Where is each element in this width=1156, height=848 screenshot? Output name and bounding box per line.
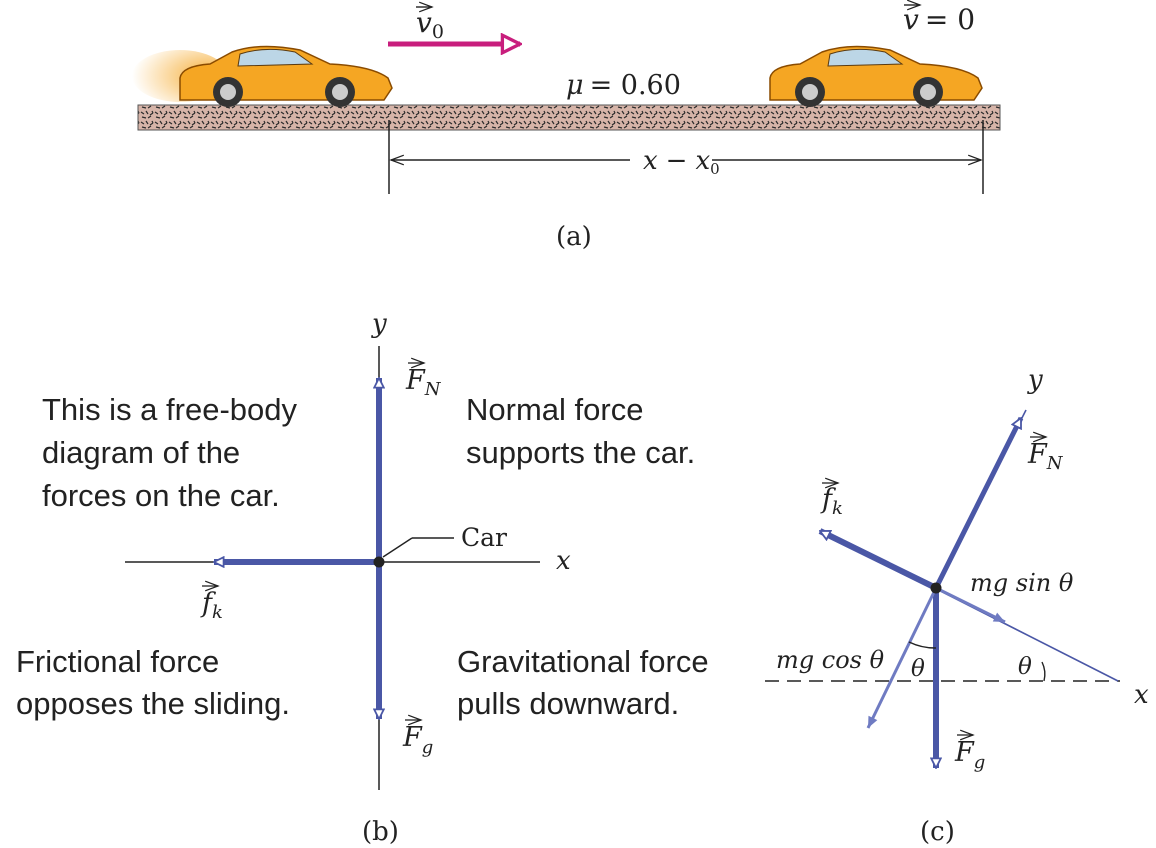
car-leader-line — [382, 537, 413, 558]
v-final-label: v= 0 — [903, 3, 975, 36]
friction-coefficient: μ= 0.60 — [566, 70, 681, 101]
note-free-body: This is a free-body diagram of the force… — [42, 392, 306, 513]
friction-force-label: fk — [200, 588, 223, 623]
car-moving — [132, 45, 393, 107]
theta-arc-vertical — [908, 641, 937, 649]
panel-b-label: (b) — [362, 817, 399, 847]
tilted-y-axis-label: y — [1027, 365, 1043, 395]
friction-force-label-c: fk — [820, 484, 843, 519]
theta-label-vertical: θ — [911, 656, 925, 682]
gravity-force-label-c: Fg — [954, 737, 985, 773]
theta-arc-slope — [1041, 661, 1046, 682]
normal-force-label-c: FN — [1027, 439, 1064, 474]
y-axis-label: y — [371, 309, 387, 339]
panel-b: y x Car FN Fg fk This is a free-body dia… — [16, 309, 717, 847]
note-normal-force: Normal force supports the car. — [466, 392, 695, 470]
theta-label-slope: θ — [1018, 654, 1032, 680]
note-gravitational-force: Gravitational force pulls downward. — [457, 644, 717, 721]
note-frictional-force: Frictional force opposes the sliding. — [16, 644, 290, 721]
car-point — [373, 556, 385, 568]
normal-force-label: FN — [405, 365, 442, 400]
car-label: Car — [461, 523, 507, 552]
mg-sin-component-arrow — [935, 586, 1006, 624]
panel-a-label: (a) — [556, 222, 592, 252]
v0-label: v0 — [416, 6, 444, 43]
normal-force-arrow-c — [933, 418, 1024, 590]
friction-force-arrow-c — [820, 528, 938, 591]
displacement-label: x−x0 — [643, 146, 720, 178]
car-stopped — [769, 45, 983, 107]
panel-c: x y FN fk Fg mg sin θ mg cos θ θ θ (c) — [765, 365, 1149, 847]
car-point-c — [930, 582, 942, 594]
mg-cos-label: mg cos θ — [776, 646, 885, 674]
gravity-force-label: Fg — [402, 722, 433, 758]
panel-c-label: (c) — [920, 817, 955, 847]
ground-strip — [137, 104, 1001, 131]
x-axis-label: x — [556, 546, 571, 576]
panel-a: v0 v= 0 μ= 0.60 x−x0 (a) — [132, 3, 1001, 252]
tilted-x-axis-label: x — [1134, 680, 1149, 710]
mg-cos-component-arrow — [866, 587, 938, 729]
mg-sin-label: mg sin θ — [970, 569, 1074, 597]
